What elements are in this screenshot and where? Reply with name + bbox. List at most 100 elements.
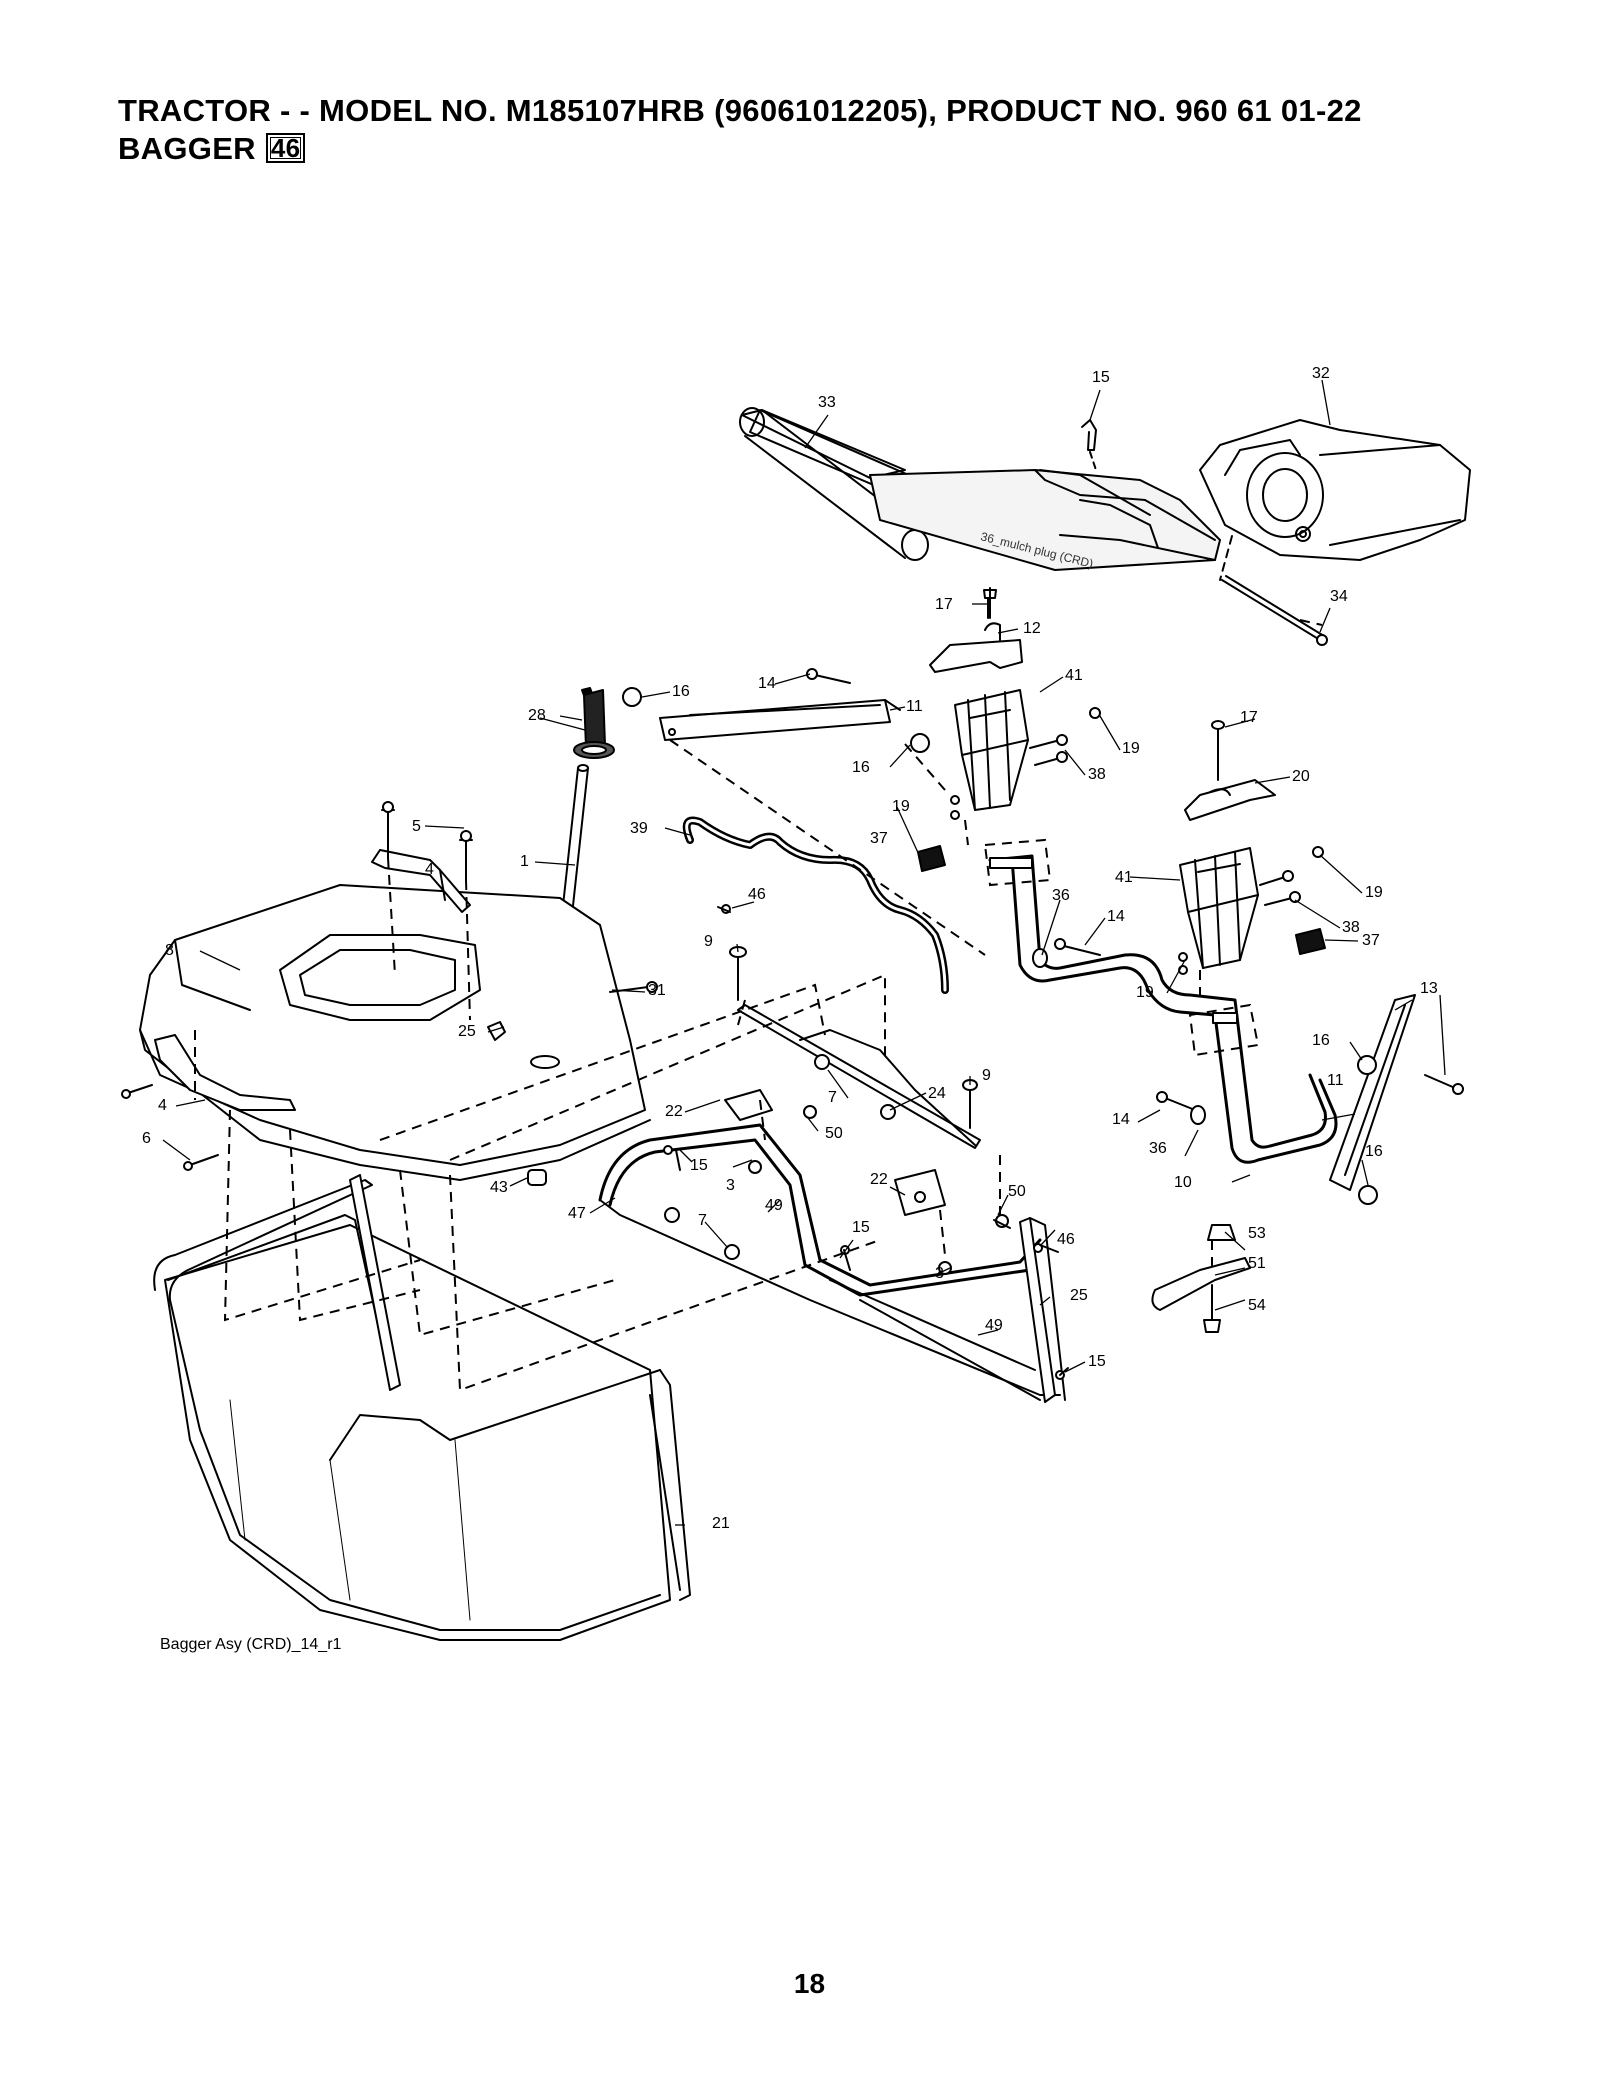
handle-grip-part bbox=[573, 687, 615, 759]
callout-41b: 41 bbox=[1115, 869, 1133, 886]
support-rod-11-upper bbox=[659, 699, 901, 741]
callout-28: 28 bbox=[528, 707, 546, 724]
callout-49: 49 bbox=[765, 1197, 783, 1214]
page-header: TRACTOR - - MODEL NO. M185107HRB (960610… bbox=[118, 92, 1518, 168]
callout-15b: 15 bbox=[690, 1157, 708, 1174]
page-number: 18 bbox=[793, 1968, 826, 1999]
callout-33: 32 bbox=[1312, 365, 1330, 382]
mount-plate-41-left bbox=[954, 689, 1029, 811]
rod-24 bbox=[737, 1004, 981, 1149]
callout-50b: 50 bbox=[1008, 1183, 1026, 1200]
bolts-17 bbox=[987, 597, 1225, 781]
nuts-hardware bbox=[663, 904, 1065, 1380]
cable-part bbox=[682, 816, 949, 994]
callout-13b: 13 bbox=[1420, 980, 1438, 997]
bolts-14 bbox=[1054, 938, 1196, 1111]
section-name: BAGGER bbox=[118, 131, 256, 166]
support-rod-11-right bbox=[1329, 994, 1416, 1191]
callout-16b: 16 bbox=[852, 759, 870, 776]
callout-24: 24 bbox=[928, 1085, 946, 1102]
bolt-5-right bbox=[459, 830, 473, 881]
callout-1: 1 bbox=[520, 853, 529, 870]
callout-5: 5 bbox=[412, 818, 421, 835]
callout-38b: 38 bbox=[1342, 919, 1360, 936]
bolt-5-left bbox=[381, 801, 395, 859]
callout-34: 33 bbox=[818, 394, 836, 411]
frame-tube-part bbox=[988, 854, 1338, 1164]
callout-38: 38 bbox=[1088, 766, 1106, 783]
callout-labels: 33 15 32 34 17 12 14 16 41 11 28 17 19 1… bbox=[142, 365, 1438, 1532]
callout-10: 10 bbox=[1174, 1174, 1192, 1191]
callout-15c: 15 bbox=[852, 1219, 870, 1236]
deflector-part bbox=[1199, 419, 1471, 561]
callout-35: 34 bbox=[1330, 588, 1348, 605]
callout-20: 20 bbox=[1292, 768, 1310, 785]
callout-14: 14 bbox=[1107, 908, 1125, 925]
callout-47: 47 bbox=[568, 1205, 586, 1222]
diagram-caption: Bagger Asy (CRD)_14_r1 bbox=[160, 1636, 342, 1653]
callout-7: 7 bbox=[828, 1089, 837, 1106]
callout-25: 25 bbox=[1070, 1287, 1088, 1304]
bolts-13 bbox=[806, 668, 1464, 1095]
callout-37: 37 bbox=[870, 830, 888, 847]
callout-17b: 17 bbox=[1240, 709, 1258, 726]
callout-54: 54 bbox=[1248, 1297, 1266, 1314]
callout-49b: 49 bbox=[985, 1317, 1003, 1334]
callout-16c: 16 bbox=[1312, 1032, 1330, 1049]
callout-32: 31 bbox=[648, 982, 666, 999]
callout-37b: 37 bbox=[1362, 932, 1380, 949]
bolts-38 bbox=[1029, 734, 1301, 906]
hair-pin-part bbox=[1081, 419, 1097, 471]
callout-13: 14 bbox=[758, 675, 776, 692]
callout-15d: 15 bbox=[1088, 1353, 1106, 1370]
callout-31: 25 bbox=[458, 1023, 476, 1040]
callout-9b: 9 bbox=[982, 1067, 991, 1084]
leader-lines bbox=[162, 379, 1446, 1526]
callout-39: 39 bbox=[630, 820, 648, 837]
bracket-20 bbox=[1184, 779, 1276, 821]
callout-3b: 3 bbox=[935, 1265, 944, 1282]
pins-15 bbox=[675, 1149, 1069, 1376]
callout-46: 46 bbox=[748, 886, 766, 903]
bolt-6-upper bbox=[121, 1084, 153, 1099]
callout-50: 50 bbox=[825, 1125, 843, 1142]
bumpers-37 bbox=[917, 845, 1326, 955]
callout-19c: 19 bbox=[1365, 884, 1383, 901]
page-title: TRACTOR - - MODEL NO. M185107HRB (960610… bbox=[118, 93, 1362, 128]
callout-16: 16 bbox=[672, 683, 690, 700]
callout-22b: 22 bbox=[870, 1171, 888, 1188]
callout-43: 43 bbox=[490, 1179, 508, 1196]
callout-17: 17 bbox=[935, 596, 953, 613]
nuts-16 bbox=[622, 687, 1378, 1205]
clip-31 bbox=[487, 1021, 506, 1041]
callout-6: 6 bbox=[142, 1130, 151, 1147]
callout-46b: 46 bbox=[1057, 1231, 1075, 1248]
callout-15: 15 bbox=[1092, 369, 1110, 386]
mount-plate-41-right bbox=[1179, 847, 1259, 969]
callout-8: 8 bbox=[165, 942, 174, 959]
callout-4b: 4 bbox=[158, 1097, 167, 1114]
callout-22: 22 bbox=[665, 1103, 683, 1120]
bolt-6-lower bbox=[183, 1154, 219, 1171]
callout-19: 19 bbox=[1122, 740, 1140, 757]
callout-19d: 19 bbox=[1136, 984, 1154, 1001]
callout-36: 36 bbox=[1052, 887, 1070, 904]
callout-36b: 36 bbox=[1149, 1140, 1167, 1157]
bracket-12-part bbox=[929, 587, 1023, 673]
bolt-32 bbox=[609, 981, 658, 993]
mulch-plug-part bbox=[869, 469, 1221, 571]
pins-46-50 bbox=[717, 906, 1059, 1253]
cap-43 bbox=[527, 1169, 547, 1186]
callout-21: 21 bbox=[712, 1515, 730, 1532]
callout-16d: 16 bbox=[1365, 1143, 1383, 1160]
handle-4-top bbox=[371, 849, 471, 913]
brackets-22 bbox=[724, 1089, 946, 1216]
callout-7b: 7 bbox=[698, 1212, 707, 1229]
callout-51: 51 bbox=[1248, 1255, 1266, 1272]
callout-11: 11 bbox=[906, 698, 923, 715]
hinge-pin-part bbox=[1219, 535, 1328, 646]
callout-3: 3 bbox=[726, 1177, 735, 1194]
handle-4-side bbox=[154, 1034, 296, 1111]
